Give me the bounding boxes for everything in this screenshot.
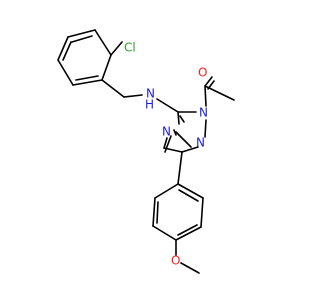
bond bbox=[175, 226, 202, 241]
structure-diagram: Cl N H O N N N O bbox=[57, 29, 235, 274]
bond bbox=[75, 75, 99, 81]
bond bbox=[156, 201, 159, 224]
ring-n2-label: N bbox=[196, 136, 205, 150]
bond bbox=[177, 111, 180, 125]
bond bbox=[67, 29, 96, 38]
bond bbox=[204, 85, 235, 101]
bond bbox=[164, 135, 172, 153]
bond bbox=[204, 119, 207, 138]
ketone-oxygen-label: O bbox=[198, 66, 207, 80]
bond bbox=[71, 35, 93, 43]
bond bbox=[101, 54, 112, 81]
ether-oxygen-label: O bbox=[171, 254, 180, 268]
bond bbox=[200, 197, 204, 228]
bond bbox=[177, 224, 198, 236]
chlorine-label: Cl bbox=[124, 41, 136, 55]
bond bbox=[180, 262, 200, 274]
bond bbox=[173, 129, 177, 136]
bond bbox=[57, 59, 74, 86]
bond bbox=[123, 94, 143, 98]
bond bbox=[175, 131, 192, 148]
atom-labels: Cl N H O N N N O bbox=[124, 41, 208, 268]
bond bbox=[152, 225, 177, 241]
bond bbox=[152, 197, 156, 227]
bond bbox=[154, 183, 179, 199]
bonds bbox=[57, 29, 235, 274]
bond bbox=[110, 41, 123, 56]
bond bbox=[156, 98, 179, 113]
ring-n4-label: N bbox=[162, 125, 171, 139]
amine-h-label: H bbox=[145, 98, 154, 112]
ring-n1-label: N bbox=[199, 106, 208, 120]
bond bbox=[181, 146, 199, 153]
bond bbox=[57, 36, 69, 61]
bond bbox=[204, 76, 213, 87]
bond bbox=[204, 85, 207, 107]
bond bbox=[163, 137, 168, 149]
bond bbox=[179, 115, 185, 123]
bond bbox=[177, 183, 204, 199]
bond bbox=[72, 79, 103, 86]
amine-n-label: N bbox=[146, 87, 155, 101]
bond bbox=[178, 189, 199, 202]
bond bbox=[177, 151, 183, 185]
bond bbox=[62, 41, 72, 61]
bond bbox=[94, 29, 112, 56]
bond bbox=[101, 79, 125, 98]
